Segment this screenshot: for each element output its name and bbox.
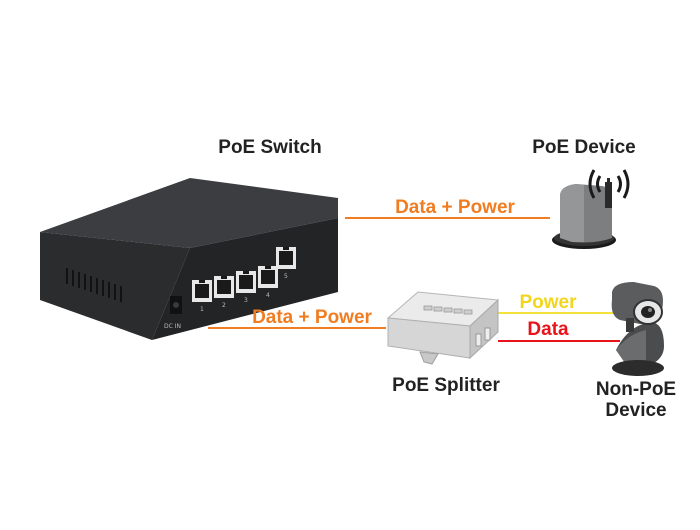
switch-to-device-label: Data + Power xyxy=(395,197,515,218)
dc-in-label: DC IN xyxy=(164,323,181,330)
rj45-port-3 xyxy=(236,271,256,293)
non-poe-device-label-line1: Non-PoE xyxy=(596,379,676,400)
non-poe-device-label-line2: Device xyxy=(605,400,666,421)
non-poe-device xyxy=(611,282,664,376)
poe-switch-label: PoE Switch xyxy=(218,137,321,158)
poe-splitter xyxy=(386,291,500,365)
switch-vents xyxy=(66,268,122,302)
port-number-4: 4 xyxy=(266,292,270,299)
port-number-1: 1 xyxy=(200,306,204,313)
rj45-port-2 xyxy=(214,276,234,298)
port-number-2: 2 xyxy=(222,302,226,309)
splitter-power-label: Power xyxy=(519,292,577,313)
rj45-port-1 xyxy=(192,280,212,302)
port-number-3: 3 xyxy=(244,297,248,304)
poe-device xyxy=(552,169,630,249)
port-number-5: 5 xyxy=(284,273,288,280)
rj45-port-5 xyxy=(276,247,296,269)
splitter-data-label: Data xyxy=(527,319,569,340)
switch-to-splitter-label: Data + Power xyxy=(252,307,372,328)
splitter-led-row xyxy=(423,305,473,315)
poe-splitter-label: PoE Splitter xyxy=(392,375,500,396)
switch-top-face xyxy=(40,178,338,248)
rj45-port-4 xyxy=(258,266,278,288)
poe-device-label: PoE Device xyxy=(532,137,636,158)
poe-switch: DC IN 1 2 3 4 xyxy=(40,178,338,340)
wifi-signal-icon xyxy=(588,169,630,199)
